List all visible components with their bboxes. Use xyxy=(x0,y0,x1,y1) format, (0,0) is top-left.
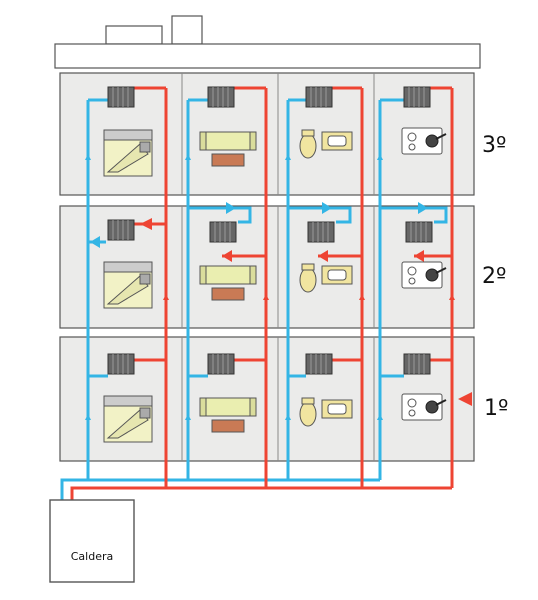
flow-arrow-return xyxy=(90,236,100,248)
flow-arrows xyxy=(90,202,472,406)
boiler-label: Caldera xyxy=(71,550,114,563)
kitchen-stove-icon xyxy=(401,393,447,421)
flow-arrow-supply xyxy=(222,250,232,262)
boiler: Caldera xyxy=(49,499,135,583)
floor-1-entry-arrow xyxy=(458,392,472,406)
room-dividers xyxy=(181,73,375,461)
pipe-direction-markers xyxy=(85,154,455,420)
radiator-icon xyxy=(305,86,333,108)
bed-icon xyxy=(103,129,153,177)
flow-arrow-supply xyxy=(318,250,328,262)
radiator-icon xyxy=(403,86,431,108)
flow-arrow-return xyxy=(418,202,428,214)
radiator-icon xyxy=(107,86,135,108)
flow-arrow-supply xyxy=(414,250,424,262)
floor-label-2: 2º xyxy=(482,264,506,289)
radiator-icon xyxy=(403,353,431,375)
kitchen-stove-icon xyxy=(401,127,447,155)
floor-label-3: 3º xyxy=(482,133,506,158)
radiator-icon xyxy=(107,219,135,241)
flow-arrow-return xyxy=(226,202,236,214)
bed-icon xyxy=(103,395,153,443)
radiator-icon xyxy=(307,221,335,243)
radiator-icon xyxy=(207,86,235,108)
flow-arrow-supply xyxy=(140,218,152,230)
floor-label-1: 1º xyxy=(484,396,508,421)
radiator-icon xyxy=(207,353,235,375)
flow-arrow-return xyxy=(322,202,332,214)
kitchen-stove-icon xyxy=(401,261,447,289)
radiator-icon xyxy=(107,353,135,375)
radiator-icon xyxy=(305,353,333,375)
radiator-icon xyxy=(209,221,237,243)
supply-pipes xyxy=(70,86,454,500)
radiator-icon xyxy=(405,221,433,243)
bed-icon xyxy=(103,261,153,309)
building-roof xyxy=(54,15,481,69)
